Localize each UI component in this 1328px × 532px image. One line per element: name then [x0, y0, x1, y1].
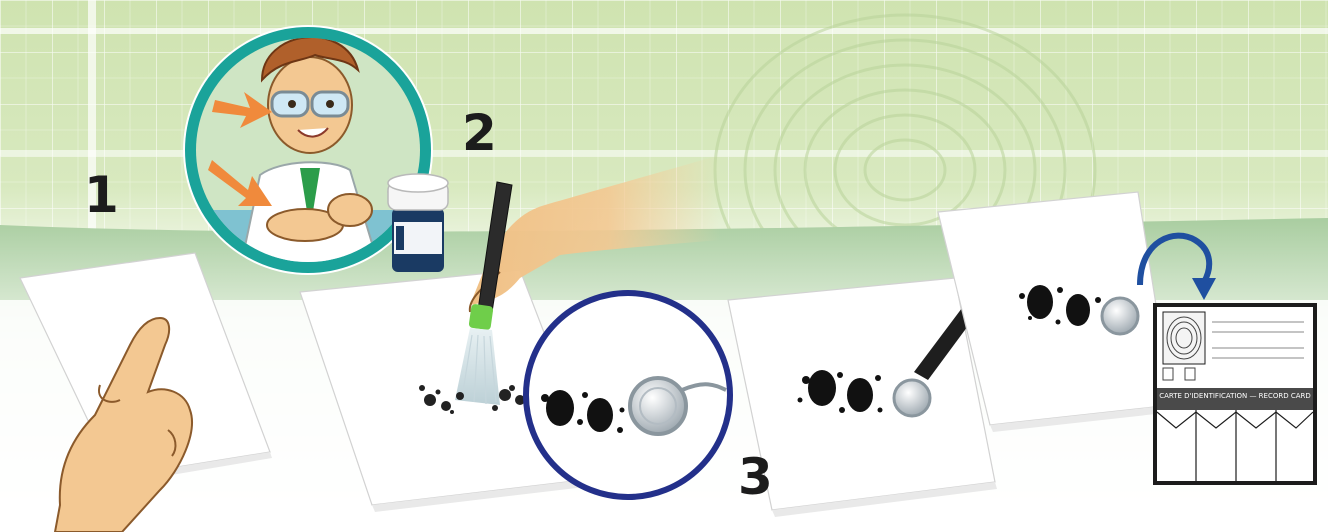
powder-jar-icon: [388, 174, 448, 272]
step-number-3: 3: [738, 452, 773, 502]
step-number-1: 1: [84, 170, 119, 220]
step-number-2: 2: [462, 108, 497, 158]
step5-roller-icon: [1102, 298, 1138, 334]
magnifier-zoom: [526, 293, 730, 497]
fingerprint-card-icon: CARTE D'IDENTIFICATION — RECORD CARD: [1155, 305, 1315, 483]
record-card-title: CARTE D'IDENTIFICATION — RECORD CARD: [1159, 392, 1311, 400]
